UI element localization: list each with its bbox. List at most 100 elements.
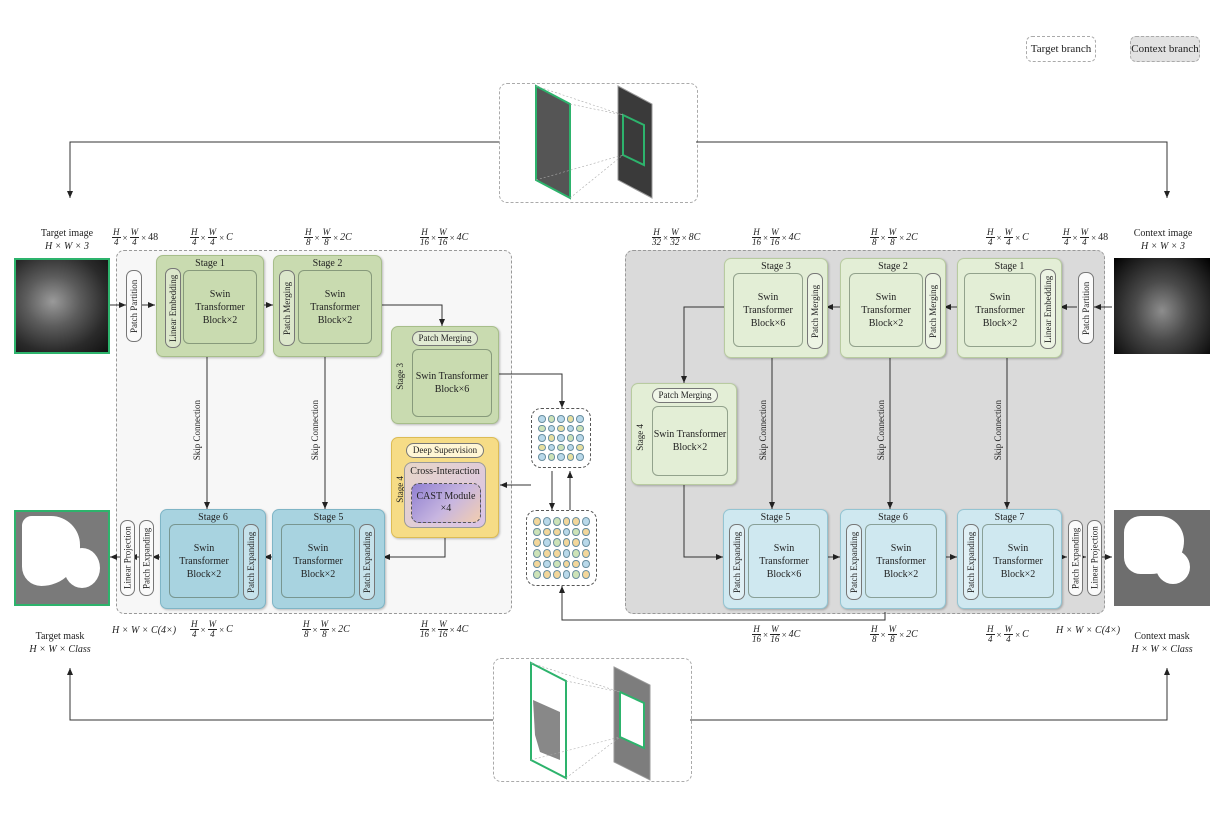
dim-numerator: W [887, 227, 898, 238]
token-dot [582, 517, 590, 526]
context-patch-partition: Patch Partition [1078, 272, 1094, 344]
dim-times: × [314, 232, 320, 243]
context-mask-label: Context mask [1134, 631, 1190, 642]
dim-denominator: 4 [210, 237, 215, 247]
token-dot [547, 415, 556, 423]
token-dot [562, 538, 571, 547]
context-stage-5: Stage 5 Patch Expanding Swin Transformer… [723, 509, 828, 609]
token-dot [552, 538, 561, 547]
dim-numerator: H [870, 624, 879, 635]
stage-title: Stage 3 [395, 363, 405, 390]
dim-numerator: H [302, 619, 311, 630]
stage-title: Stage 1 [994, 261, 1025, 272]
dim-numerator: W [770, 624, 780, 635]
stage-title: Stage 2 [312, 258, 343, 269]
patch-merging: Patch Merging [652, 388, 718, 403]
target-patch-partition: Patch Partition [126, 270, 142, 342]
token-dot [582, 548, 590, 558]
dim-times: × [996, 232, 1002, 243]
dim-times: × [1015, 232, 1021, 243]
dim-times: × [899, 232, 905, 243]
token-dot [552, 570, 561, 579]
dim-channels: 2C [906, 629, 918, 640]
cross-interaction: Cross-Interaction CAST Module ×4 [404, 462, 486, 528]
token-dot [566, 424, 575, 433]
dim-denominator: 4 [1082, 237, 1087, 247]
target-stage-4: Deep Supervision Stage 4 Cross-Interacti… [391, 437, 499, 538]
swin-block: Swin Transformer Block×2 [298, 270, 372, 344]
dim-numerator: H [420, 619, 429, 630]
dim-denominator: 8 [304, 629, 309, 639]
dim-times: × [431, 624, 437, 635]
context-mask-caption: Context mask H × W × Class [1116, 630, 1208, 656]
dim-numerator: W [770, 227, 780, 238]
dim-numerator: H [652, 227, 661, 238]
context-stage-2: Stage 2 Swin Transformer Block×2 Patch M… [840, 258, 946, 358]
target-patch-expanding: Patch Expanding [139, 520, 154, 596]
dim-numerator: H [420, 227, 429, 238]
dim-times: × [200, 232, 206, 243]
token-dot [542, 548, 551, 558]
context-patch-expanding: Patch Expanding [1068, 520, 1083, 596]
dim-numerator: H [986, 227, 995, 238]
context-stage-7: Stage 7 Patch Expanding Swin Transformer… [957, 509, 1062, 609]
dim-numerator: W [438, 227, 448, 238]
token-dot [562, 517, 571, 526]
token-dot [582, 570, 590, 579]
token-dot [566, 415, 575, 423]
patch-merging: Patch Merging [412, 331, 478, 346]
token-dot [542, 570, 551, 579]
patch-expanding: Patch Expanding [729, 524, 745, 600]
patch-merging: Patch Merging [279, 270, 295, 346]
token-dot [547, 424, 556, 433]
context-skip-connection-3: Skip Connection [993, 400, 1003, 461]
stage-title: Stage 5 [313, 512, 344, 523]
dim-target-output: H × W × C(4×) [112, 625, 176, 636]
dim-times: × [219, 624, 225, 635]
token-dot [533, 559, 541, 569]
token-dot [533, 570, 541, 579]
context-mask-dim: H × W × Class [1131, 644, 1193, 655]
cast-module: CAST Module ×4 [411, 483, 481, 523]
dim-numerator: H [1062, 227, 1071, 238]
token-dot [552, 527, 561, 537]
context-stage-3: Stage 3 Swin Transformer Block×6 Patch M… [724, 258, 828, 358]
dim-denominator: 8 [890, 634, 895, 644]
top-crop-illustration [499, 83, 698, 203]
dim-numerator: W [319, 619, 330, 630]
dim-denominator: 8 [872, 237, 877, 247]
context-image-label: Context image [1133, 228, 1193, 239]
dim-numerator: H [986, 624, 995, 635]
target-stage-5: Stage 5 Swin Transformer Block×2 Patch E… [272, 509, 385, 609]
dim-channels: C [1022, 629, 1029, 640]
dim-output-label: H × W × C(4×) [112, 625, 177, 636]
dim-numerator: W [1003, 624, 1014, 635]
dim-times: × [449, 624, 455, 635]
bottom-crop-drawing [530, 661, 651, 781]
token-dot [552, 517, 561, 526]
swin-block: Swin Transformer Block×2 [964, 273, 1036, 347]
dim-times: × [1072, 232, 1078, 243]
token-dot [538, 453, 546, 461]
token-dot [538, 443, 546, 452]
dim-times: × [763, 629, 769, 640]
dim-times: × [781, 232, 787, 243]
dim-denominator: 8 [306, 237, 311, 247]
token-grid-top [531, 408, 591, 468]
dim-numerator: W [129, 227, 140, 238]
dim-channels: C [226, 624, 233, 635]
dim-denominator: 4 [1064, 237, 1069, 247]
context-stage-4: Patch Merging Stage 4 Swin Transformer B… [631, 383, 737, 485]
token-dot [547, 453, 556, 461]
swin-block: Swin Transformer Block×6 [412, 349, 492, 417]
dim-denominator: 4 [1006, 237, 1011, 247]
bottom-crop-illustration [493, 658, 692, 782]
dim-numerator: H [304, 227, 313, 238]
dim-denominator: 16 [438, 237, 448, 247]
mask-foreground-shape [64, 548, 100, 588]
target-skip-connection-1: Skip Connection [192, 400, 202, 461]
